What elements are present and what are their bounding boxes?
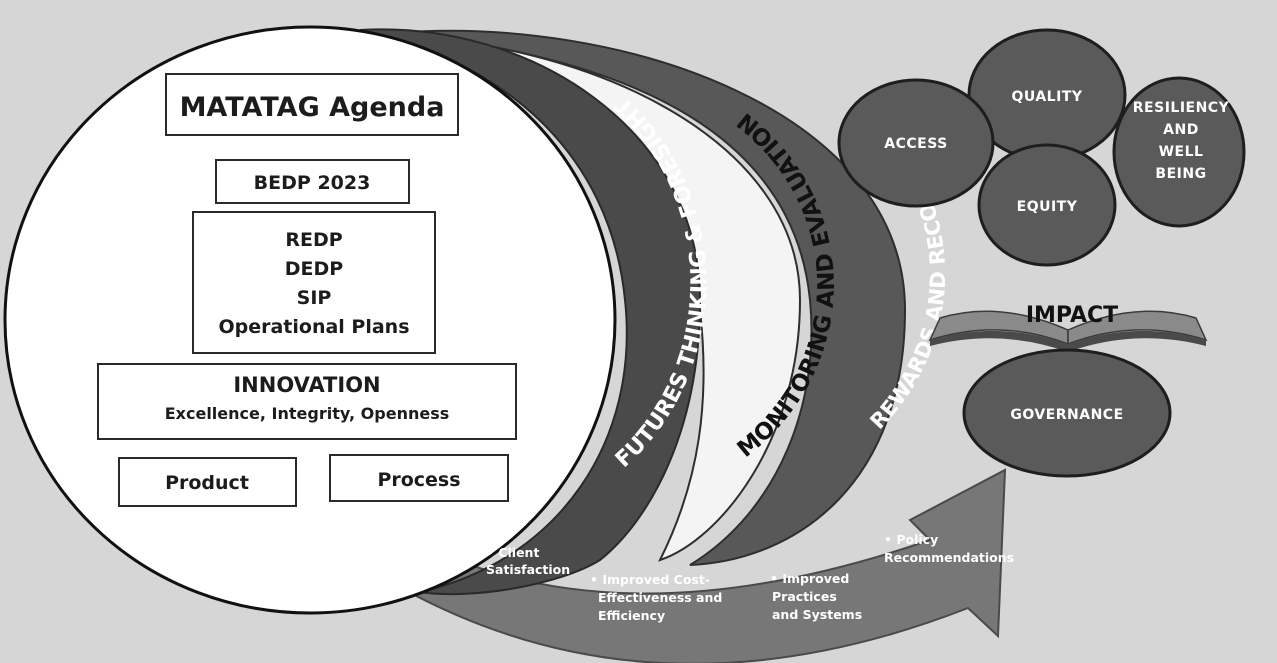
outcomes-arrow	[403, 468, 1007, 663]
bedp-title: BEDP 2023	[254, 172, 371, 194]
outcome-practices: and Systems	[772, 607, 862, 622]
governance-label: GOVERNANCE	[1010, 407, 1123, 423]
process-box	[329, 454, 509, 502]
futures-arc	[359, 28, 702, 596]
resiliency-label: WELL	[1159, 144, 1204, 160]
outcome-cost: • Improved Cost-	[590, 572, 710, 587]
equity-label: EQUITY	[1017, 199, 1078, 215]
quality-label: QUALITY	[1012, 89, 1083, 105]
open-book-icon	[928, 310, 1208, 352]
impact-label: IMPACT	[1026, 303, 1118, 328]
outcome-client: Satisfaction	[486, 562, 570, 577]
plans-item: REDP	[285, 229, 342, 251]
equity-oval	[977, 143, 1117, 267]
product-box	[118, 457, 297, 507]
rewards-arc	[394, 29, 907, 566]
outcome-practices: Practices	[772, 589, 837, 604]
outcome-practices: • Improved	[770, 571, 849, 586]
access-oval	[837, 78, 995, 208]
resiliency-label: AND	[1163, 122, 1199, 138]
process-label: Process	[377, 469, 460, 491]
outcome-cost: Effectiveness and	[598, 590, 722, 605]
resiliency-label: BEING	[1155, 166, 1206, 182]
bedp-box	[215, 159, 410, 204]
plans-item: SIP	[297, 287, 332, 309]
plans-item: Operational Plans	[218, 316, 409, 338]
outcome-policy: Recommendations	[884, 550, 1014, 565]
innovation-box	[97, 363, 517, 440]
plans-box	[192, 211, 436, 354]
outcome-cost: Efficiency	[598, 608, 665, 623]
plans-item: DEDP	[285, 258, 344, 280]
resiliency-oval	[1112, 76, 1246, 228]
outcome-policy: • Policy	[884, 532, 938, 547]
innovation-title: INNOVATION	[233, 373, 380, 397]
resiliency-label: RESILIENCY	[1133, 100, 1230, 116]
matatag-box	[165, 73, 459, 136]
governance-oval	[962, 348, 1172, 478]
access-label: ACCESS	[884, 136, 947, 152]
innovation-values: Excellence, Integrity, Openness	[165, 404, 450, 423]
matatag-title: MATATAG Agenda	[180, 92, 445, 123]
outcome-client: • Client	[486, 545, 539, 560]
product-label: Product	[165, 472, 249, 494]
